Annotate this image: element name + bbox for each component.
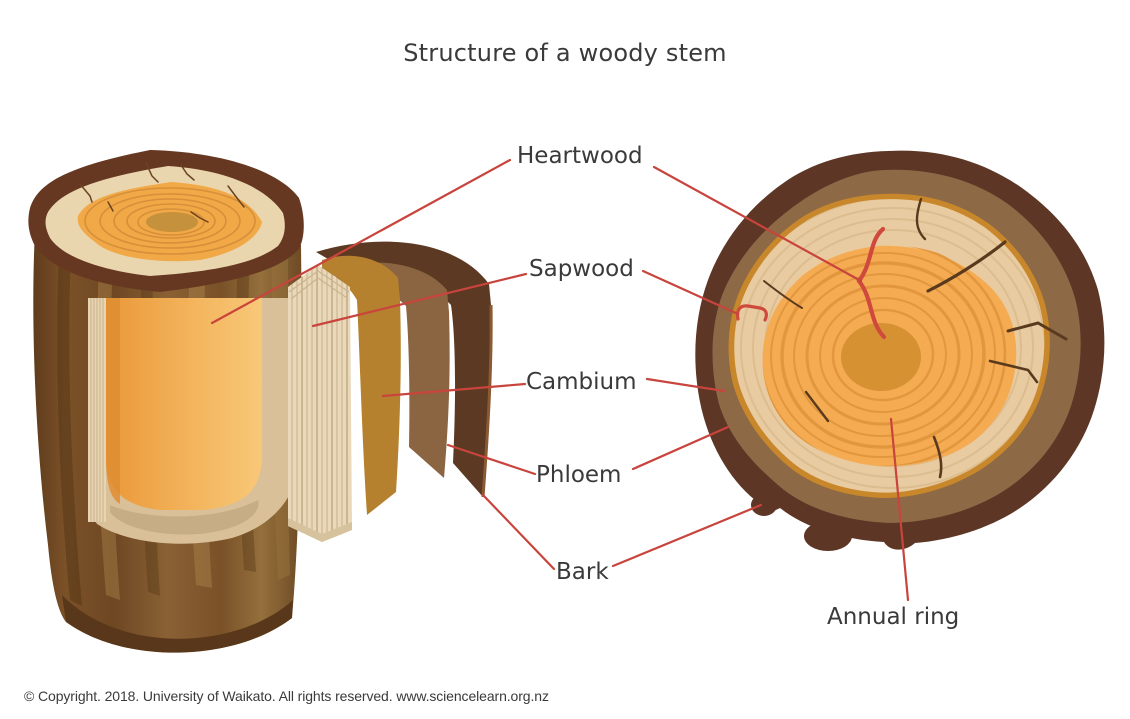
leader-annual-ring xyxy=(889,417,910,602)
label-annual-ring: Annual ring xyxy=(827,604,960,630)
phloem-sheet xyxy=(336,262,450,478)
leader-lines xyxy=(210,158,910,602)
cutaway-sapwood-wall xyxy=(88,298,106,522)
xs-cracks xyxy=(763,197,1068,479)
xs-pith xyxy=(841,323,921,391)
leader-heartwood-right xyxy=(652,165,863,283)
leader-phloem-right xyxy=(631,425,730,471)
cutaway-heartwood-core xyxy=(106,298,262,510)
leader-heartwood-left xyxy=(210,158,512,325)
leader-cambium-left xyxy=(381,382,527,398)
cambium-sheet xyxy=(322,255,401,515)
leader-sapwood-right xyxy=(641,269,740,316)
trunk-illustration xyxy=(28,150,304,653)
copyright-text: © Copyright. 2018. University of Waikato… xyxy=(24,688,549,704)
label-cambium: Cambium xyxy=(526,369,637,395)
top-cracks xyxy=(79,162,245,223)
cross-section-illustration xyxy=(695,150,1105,551)
leader-bark-right xyxy=(611,503,763,568)
label-heartwood: Heartwood xyxy=(517,143,643,169)
xs-heartwood-rings xyxy=(759,241,1007,469)
leader-bark-left xyxy=(481,493,556,571)
sapwood-bracket-annotation xyxy=(735,304,768,322)
trunk-cutaway xyxy=(88,298,299,544)
leader-phloem-left xyxy=(446,443,537,476)
leader-sapwood-left xyxy=(311,272,528,328)
trunk-top-face xyxy=(28,150,304,292)
bark-sheet xyxy=(316,241,492,497)
sapwood-sheet xyxy=(288,265,352,542)
leader-cambium-right xyxy=(645,377,726,393)
label-phloem: Phloem xyxy=(536,462,622,488)
label-bark: Bark xyxy=(556,559,609,585)
top-pith xyxy=(146,212,198,232)
peeled-layers xyxy=(288,241,493,542)
page-title: Structure of a woody stem xyxy=(403,39,727,67)
label-sapwood: Sapwood xyxy=(529,256,634,282)
